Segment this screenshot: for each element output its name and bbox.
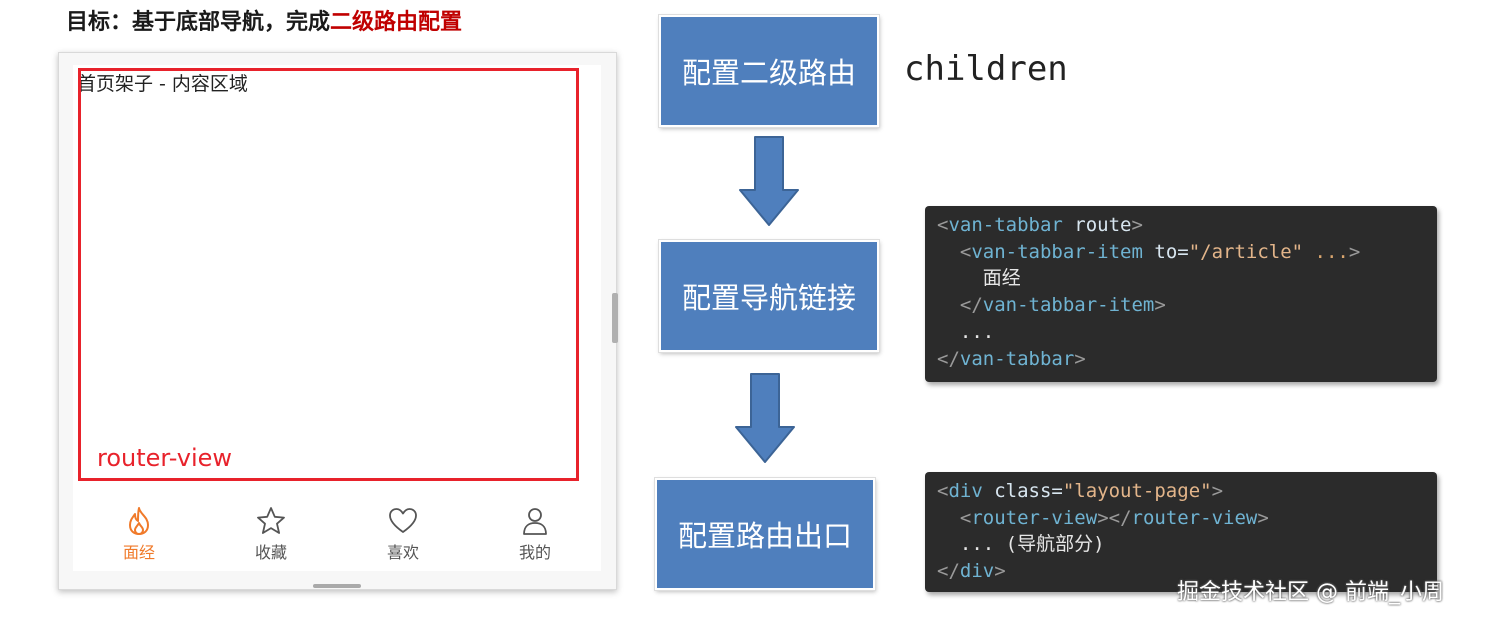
tab-user[interactable]: 我的 (469, 493, 601, 569)
home-indicator (313, 584, 361, 588)
code-token: router-view (971, 506, 1098, 529)
code-token: van-tabbar-item (982, 294, 1155, 317)
scrollbar-handle[interactable] (612, 293, 618, 343)
tab-label: 收藏 (254, 543, 287, 562)
step-config-route-outlet: 配置路由出口 (654, 477, 876, 591)
code-token: div (959, 560, 995, 583)
code-line: <div class="layout-page"> (937, 478, 1425, 505)
code-line: ... (导航部分) (937, 531, 1425, 558)
bottom-tabbar: 面经 收藏 喜欢 我的 (73, 493, 601, 569)
down-arrow-icon (735, 373, 795, 463)
step-config-child-routes: 配置二级路由 (658, 14, 880, 128)
tab-label: 我的 (518, 543, 551, 562)
page-title: 首页架子 - 内容区域 (77, 73, 248, 95)
code-line: </van-tabbar-item> (937, 292, 1425, 319)
code-token: ></ (1097, 506, 1132, 529)
router-view-box: router-view (78, 68, 579, 481)
code-token: van-tabbar (948, 214, 1063, 236)
code-token: class= (982, 480, 1063, 502)
code-token: ... (959, 320, 995, 343)
code-line: ... (937, 319, 1425, 346)
tab-label: 面经 (122, 543, 155, 562)
code-token: < (937, 480, 949, 502)
router-view-label: router-view (97, 444, 233, 472)
phone-screen: 首页架子 - 内容区域 router-view 面经 收藏 (73, 65, 601, 571)
children-label: children (904, 49, 1068, 89)
tab-label: 喜欢 (386, 543, 419, 562)
code-token: > (1074, 347, 1086, 370)
goal-highlight: 二级路由配置 (330, 9, 463, 35)
user-icon (523, 508, 547, 535)
code-line: <van-tabbar route> (937, 212, 1425, 239)
code-token: > (1131, 214, 1143, 236)
code-token: > (1154, 294, 1166, 317)
tabbar-code-block: <van-tabbar route> <van-tabbar-item to="… (925, 206, 1437, 382)
code-token: ... (1303, 240, 1349, 263)
code-token: </ (959, 294, 983, 317)
watermark: 掘金技术社区 @ 前端_小周 (1177, 580, 1444, 605)
code-line: 面经 (937, 265, 1425, 292)
code-token: > (994, 560, 1006, 583)
code-token: "layout-page" (1062, 480, 1212, 502)
code-token: </ (937, 347, 960, 370)
phone-mockup: 首页架子 - 内容区域 router-view 面经 收藏 (58, 52, 618, 590)
tab-collect[interactable]: 收藏 (205, 493, 337, 569)
code-token: van-tabbar (959, 347, 1075, 370)
code-token: < (959, 240, 972, 263)
code-token: > (1257, 506, 1269, 529)
fire-icon (129, 507, 149, 535)
code-token: 面经 (982, 267, 1021, 290)
code-token: > (1348, 240, 1361, 263)
code-line: <van-tabbar-item to="/article" ...> (937, 239, 1425, 266)
heart-icon (389, 508, 417, 533)
code-token: van-tabbar-item (971, 240, 1143, 263)
code-token: ... (导航部分) (959, 533, 1105, 556)
star-icon (257, 507, 285, 534)
code-token: div (948, 480, 983, 502)
step-config-nav-links: 配置导航链接 (658, 239, 880, 353)
code-token: > (1211, 480, 1224, 502)
goal-prefix: 目标：基于底部导航，完成 (66, 9, 331, 35)
down-arrow-icon (739, 136, 799, 226)
tab-like[interactable]: 喜欢 (337, 493, 469, 569)
code-token: </ (937, 560, 960, 583)
tab-article[interactable]: 面经 (73, 493, 205, 569)
layout-code-block: <div class="layout-page"> <router-view><… (925, 472, 1437, 592)
code-token: route (1062, 214, 1132, 236)
code-line: </div> (937, 558, 1425, 585)
code-token: "/article" (1188, 240, 1304, 263)
code-token: < (937, 214, 949, 236)
goal-heading: 目标：基于底部导航，完成二级路由配置 (66, 4, 462, 36)
code-token: router-view (1131, 506, 1258, 529)
code-line: <router-view></router-view> (937, 505, 1425, 532)
code-token: to= (1142, 240, 1189, 263)
code-line: </van-tabbar> (937, 346, 1425, 373)
code-token: < (959, 506, 972, 529)
